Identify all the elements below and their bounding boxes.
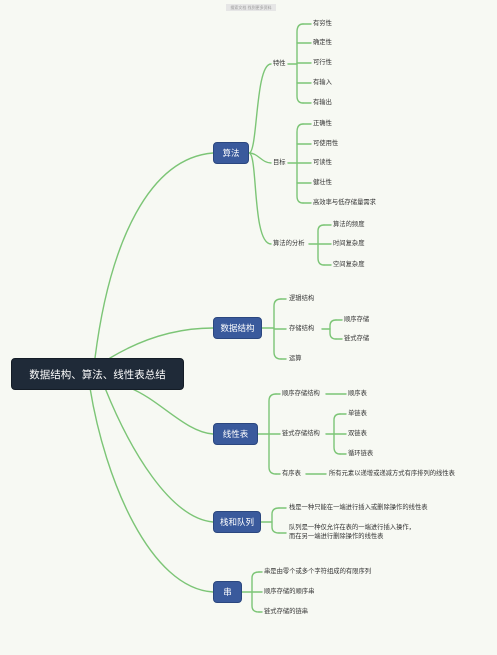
node-stack-desc[interactable]: 栈是一种只能在一端进行插入或删除操作的线性表 xyxy=(289,504,428,511)
node-ordered-list-desc[interactable]: 所有元素以递增或递减方式有序排列的线性表 xyxy=(329,470,455,477)
node-analysis[interactable]: 算法的分析 xyxy=(273,240,305,247)
branch-algorithm[interactable]: 算法 xyxy=(213,142,249,164)
node-analysis-item[interactable]: 算法的频度 xyxy=(333,221,365,228)
node-queue-desc-line1[interactable]: 队列是一种仅允许在表的一端进行插入操作， xyxy=(289,524,415,531)
node-goal-item[interactable]: 可读性 xyxy=(313,159,332,166)
node-operations[interactable]: 运算 xyxy=(289,355,302,362)
node-logical-structure[interactable]: 逻辑结构 xyxy=(289,295,315,302)
node-analysis-item[interactable]: 时间复杂度 xyxy=(333,240,365,247)
node-trait-item[interactable]: 可行性 xyxy=(313,59,332,66)
node-linked-item[interactable]: 循环链表 xyxy=(348,450,374,457)
branch-data-structure[interactable]: 数据结构 xyxy=(213,317,262,339)
node-linked-item[interactable]: 双链表 xyxy=(348,430,367,437)
node-trait-item[interactable]: 有输出 xyxy=(313,99,332,106)
root-node[interactable]: 数据结构、算法、线性表总结 xyxy=(11,358,184,390)
branch-stack-queue[interactable]: 栈和队列 xyxy=(213,511,261,533)
branch-string[interactable]: 串 xyxy=(213,581,242,603)
node-storage-item[interactable]: 链式存储 xyxy=(344,335,370,342)
node-trait-item[interactable]: 有输入 xyxy=(313,79,332,86)
node-string-item[interactable]: 顺序存储的顺序串 xyxy=(264,588,315,595)
node-string-item[interactable]: 链式存储的链串 xyxy=(264,608,309,615)
branch-linear-list[interactable]: 线性表 xyxy=(213,423,258,445)
node-goals[interactable]: 目标 xyxy=(273,159,286,166)
node-linked-storage[interactable]: 链式存储结构 xyxy=(282,430,320,437)
node-string-item[interactable]: 串是由零个或多个字符组成的有限序列 xyxy=(264,568,372,575)
node-sequential-storage[interactable]: 顺序存储结构 xyxy=(282,390,320,397)
node-trait-item[interactable]: 确定性 xyxy=(313,39,332,46)
node-ordered-list[interactable]: 有序表 xyxy=(282,470,301,477)
node-goal-item[interactable]: 可使用性 xyxy=(313,140,339,147)
node-storage-structure[interactable]: 存储结构 xyxy=(289,325,315,332)
node-goal-item[interactable]: 健壮性 xyxy=(313,179,332,186)
node-trait-item[interactable]: 有穷性 xyxy=(313,20,332,27)
node-traits[interactable]: 特性 xyxy=(273,60,286,67)
watermark-banner: 搜索文档 找到更多资料 xyxy=(226,4,276,11)
node-analysis-item[interactable]: 空间复杂度 xyxy=(333,261,365,268)
node-goal-item[interactable]: 高效率与低存储量需求 xyxy=(313,199,376,206)
node-queue-desc-line2[interactable]: 而在另一端进行删除操作的线性表 xyxy=(289,533,384,540)
node-linked-item[interactable]: 单链表 xyxy=(348,410,367,417)
node-goal-item[interactable]: 正确性 xyxy=(313,120,332,127)
node-storage-item[interactable]: 顺序存储 xyxy=(344,316,370,323)
node-sequential-list[interactable]: 顺序表 xyxy=(348,390,367,397)
